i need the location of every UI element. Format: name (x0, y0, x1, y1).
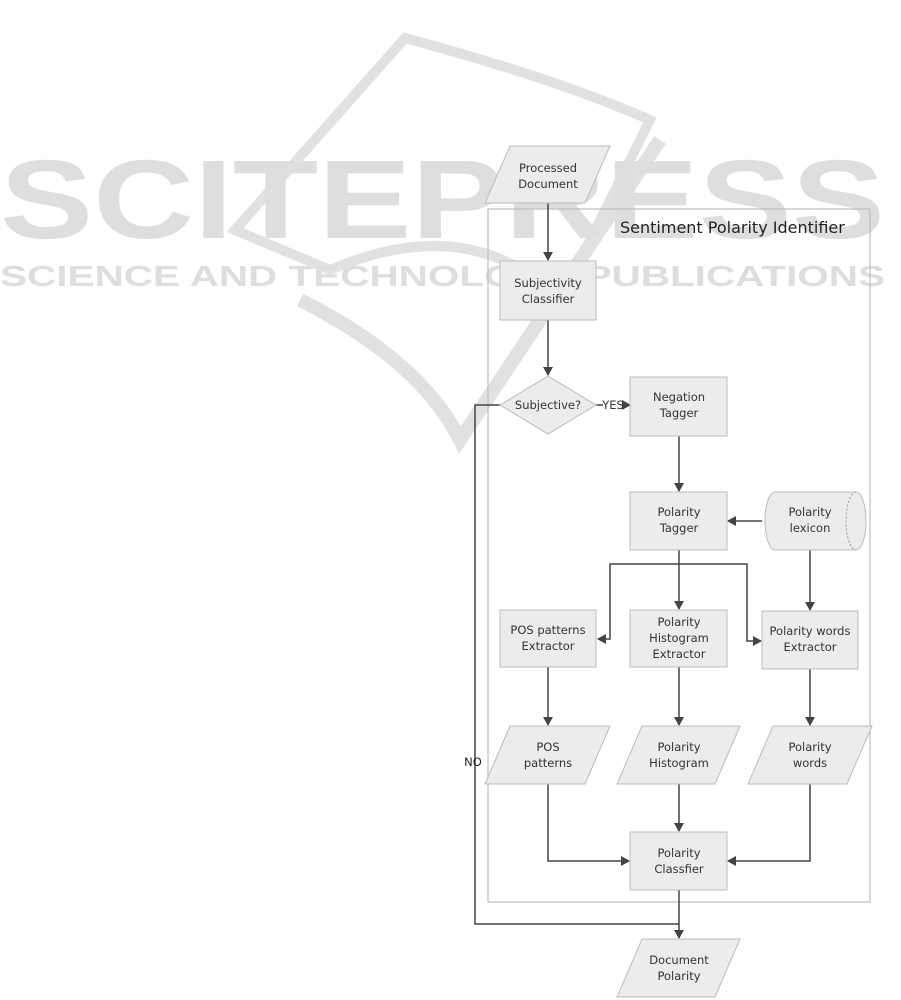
watermark: SCITEPRESS SCIENCE AND TECHNOLOGY PUBLIC… (0, 32, 885, 454)
watermark-main: SCITEPRESS (0, 137, 885, 262)
yes-label: YES (601, 398, 624, 412)
edges (474, 203, 815, 939)
watermark-sub: SCIENCE AND TECHNOLOGY PUBLICATIONS (0, 261, 885, 293)
no-label: NO (464, 755, 482, 769)
subjective-decision-node: Subjective? (499, 375, 597, 435)
svg-text:Subjective?: Subjective? (515, 398, 581, 412)
container-title: Sentiment Polarity Identifier (620, 218, 845, 237)
